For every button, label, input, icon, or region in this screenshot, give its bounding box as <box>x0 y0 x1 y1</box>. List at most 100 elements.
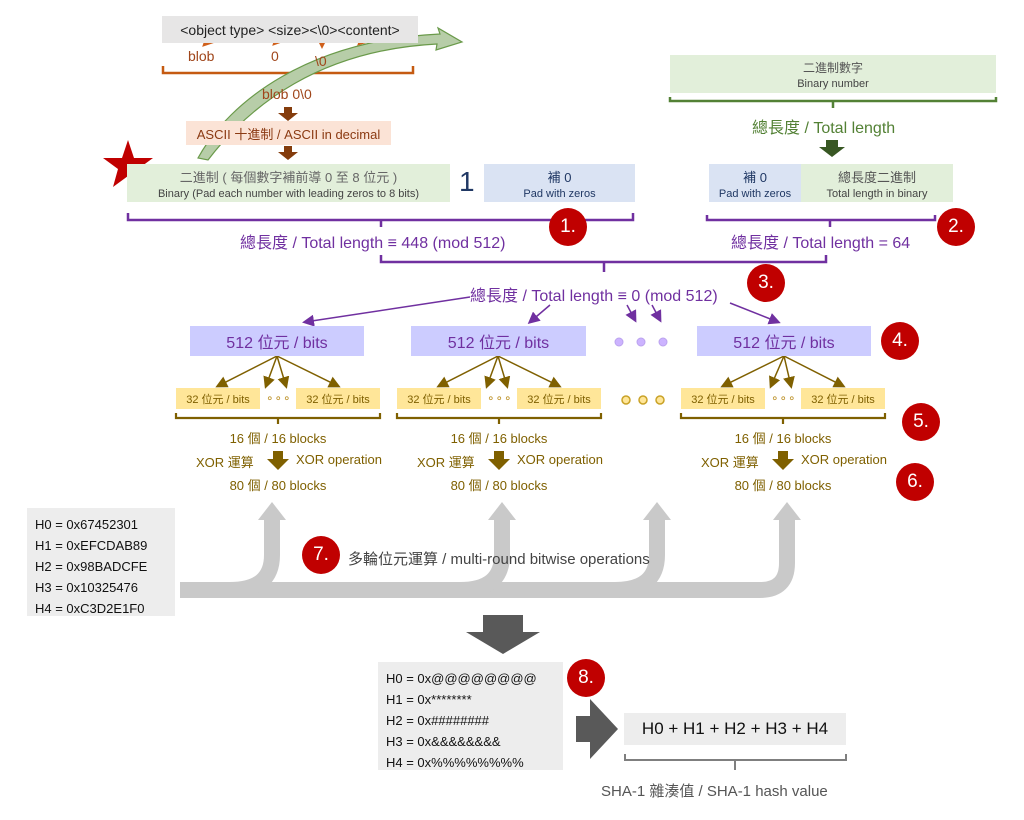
word-32-label: 32 位元 / bits <box>811 393 875 406</box>
hash-sum-box: H0 + H1 + H2 + H3 + H4 <box>624 713 846 745</box>
fan-arrow <box>436 355 499 388</box>
count-80-blocks: 80 個 / 80 blocks <box>176 475 380 494</box>
count-80-blocks: 80 個 / 80 blocks <box>397 475 601 494</box>
word-ellipsis: ∘∘∘ <box>266 391 292 405</box>
word-32-label: 32 位元 / bits <box>186 393 250 406</box>
step-badge-7: 7. <box>302 536 340 574</box>
word-32-last: 32 位元 / bits <box>517 388 601 409</box>
count-80-label: 80 個 / 80 blocks <box>450 478 548 493</box>
count-16-label: 16 個 / 16 blocks <box>229 431 327 446</box>
parts-bracket <box>161 66 415 80</box>
bracket-binary-number <box>668 97 998 108</box>
pad-zeros-en-2: Pad with zeros <box>718 187 792 200</box>
block-512-label: 512 位元 / bits <box>733 335 835 352</box>
xor-en: XOR operation <box>517 452 603 467</box>
final-h1: H1 = 0x******** <box>386 692 472 707</box>
binary-pad-en: Binary (Pad each number with leading zer… <box>157 187 420 200</box>
xor-down-arrow <box>772 451 794 470</box>
word-bracket <box>679 413 887 424</box>
count-16-blocks: 16 個 / 16 blocks <box>397 428 601 447</box>
xor-zh: XOR 運算 <box>196 455 254 470</box>
initial-h0: H0 = 0x67452301 <box>35 517 139 532</box>
ascii-decimal-label: ASCII 十進制 / ASCII in decimal <box>196 126 381 142</box>
block-512-label: 512 位元 / bits <box>447 335 550 352</box>
count-80-label: 80 個 / 80 blocks <box>229 478 327 493</box>
fan-arrow <box>215 355 278 388</box>
fan-arrow <box>783 355 846 388</box>
part-type: blob <box>188 48 215 64</box>
final-h4: H4 = 0x%%%%%%%% <box>386 755 524 770</box>
step-badge-6: 6. <box>896 463 934 501</box>
step-badge-5: 5. <box>902 403 940 441</box>
xor-down-arrow <box>488 451 510 470</box>
word-ellipsis: ∘∘∘ <box>487 391 513 405</box>
step-badge-1: 1. <box>549 208 587 246</box>
fan-arrow <box>484 355 499 389</box>
down-arrow-binary <box>278 146 298 160</box>
initial-h2: H2 = 0x98BADCFE <box>35 559 148 574</box>
fan-arrow <box>720 355 785 388</box>
word-32-label: 32 位元 / bits <box>527 393 591 406</box>
count-80-blocks: 80 個 / 80 blocks <box>681 475 885 494</box>
object-format-text: <object type> <size><\0><content> <box>180 21 400 38</box>
word-32-label: 32 位元 / bits <box>407 393 471 406</box>
block-ellipsis-dots <box>614 337 668 347</box>
xor-zh: XOR 運算 <box>701 455 759 470</box>
length-binary-box: 總長度二進制 Total length in binary <box>801 164 953 202</box>
ascii-decimal-box: ASCII 十進制 / ASCII in decimal <box>186 121 391 145</box>
pad-zeros-zh-2: 補 0 <box>743 169 767 185</box>
final-h2: H2 = 0x######## <box>386 713 490 728</box>
final-h0: H0 = 0x@@@@@@@@ <box>386 671 537 686</box>
round-arrow-heads <box>258 502 801 520</box>
count-80-label: 80 個 / 80 blocks <box>734 478 832 493</box>
final-h3: H3 = 0x&&&&&&&& <box>386 734 501 749</box>
fan-arrows <box>215 355 846 389</box>
step-badge-8: 8. <box>567 659 605 697</box>
step-badge-2: 2. <box>937 208 975 246</box>
pad-zeros-box-1: 補 0 Pad with zeros <box>484 164 635 202</box>
bracket-sha1 <box>624 754 847 770</box>
word-32-first: 32 位元 / bits <box>397 388 481 409</box>
word-32-label: 32 位元 / bits <box>306 393 370 406</box>
word-32-first: 32 位元 / bits <box>176 388 260 409</box>
word-bracket <box>395 413 603 424</box>
fan-arrow <box>263 355 278 389</box>
pad-zeros-box-2: 補 0 Pad with zeros <box>709 164 801 202</box>
word-bracket <box>174 413 382 424</box>
pad-zeros-zh-1: 補 0 <box>547 169 572 185</box>
initial-h4: H4 = 0xC3D2E1F0 <box>35 601 145 616</box>
xor-zh: XOR 運算 <box>417 455 475 470</box>
fan-arrow <box>769 355 785 389</box>
xor-en: XOR operation <box>296 452 382 467</box>
step-badge-3: 3. <box>747 264 785 302</box>
block-512-label: 512 位元 / bits <box>226 335 328 352</box>
right-arrow-sum <box>576 699 618 759</box>
initial-h1: H1 = 0xEFCDAB89 <box>35 538 148 553</box>
down-arrow-length <box>819 140 845 157</box>
block-512-n: 512 位元 / bits <box>697 326 871 356</box>
fan-arrow <box>497 355 511 389</box>
xor-down-arrow <box>267 451 289 470</box>
one-bit: 1 <box>459 166 475 197</box>
word-ellipsis: ∘∘∘ <box>771 391 797 405</box>
step-badge-4: 4. <box>881 322 919 360</box>
length-binary-en: Total length in binary <box>826 187 928 200</box>
part-size: 0 <box>271 48 279 64</box>
word-32-first: 32 位元 / bits <box>681 388 765 409</box>
fan-arrow <box>497 355 562 388</box>
rounds-label: 多輪位元運算 / multi-round bitwise operations <box>348 551 650 568</box>
word-ellipsis-dots <box>621 395 665 405</box>
length-binary-zh: 總長度二進制 <box>837 169 916 185</box>
count-16-blocks: 16 個 / 16 blocks <box>681 428 885 447</box>
fan-arrow <box>276 355 290 389</box>
total-length-448: 總長度 / Total length ≡ 448 (mod 512) <box>240 235 506 252</box>
word-brackets <box>174 413 887 424</box>
block-512-2: 512 位元 / bits <box>411 326 586 356</box>
count-16-label: 16 個 / 16 blocks <box>450 431 548 446</box>
object-format-box: <object type> <size><\0><content> <box>162 16 418 43</box>
initial-hash-box: H0 = 0x67452301 H1 = 0xEFCDAB89 H2 = 0x9… <box>27 508 175 616</box>
final-hash-box: H0 = 0x@@@@@@@@ H1 = 0x******** H2 = 0x#… <box>378 662 563 770</box>
binary-pad-box: 二進制 ( 每個數字補前導 0 至 8 位元 ) Binary (Pad eac… <box>127 164 450 202</box>
combined-header: blob 0\0 <box>262 86 312 102</box>
binary-pad-zh: 二進制 ( 每個數字補前導 0 至 8 位元 ) <box>179 169 398 185</box>
